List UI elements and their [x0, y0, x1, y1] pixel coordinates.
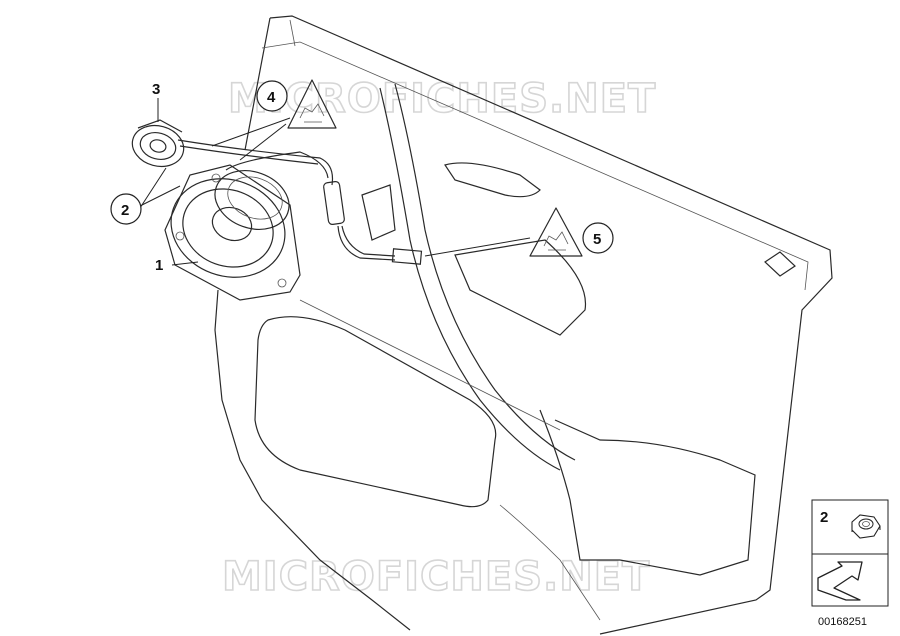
- svg-text:4: 4: [267, 89, 276, 106]
- callout-3: 3: [152, 81, 160, 98]
- door-panel: [214, 15, 833, 635]
- svg-text:1: 1: [155, 257, 163, 274]
- svg-text:3: 3: [152, 81, 160, 98]
- speaker-assembly: [164, 164, 301, 301]
- svg-text:5: 5: [593, 231, 601, 248]
- leader-lines: [139, 98, 531, 266]
- diagram-number: 00168251: [818, 616, 867, 628]
- callout-5: 5: [582, 222, 614, 254]
- warning-triangle-icon: [529, 207, 583, 257]
- svg-text:2: 2: [121, 202, 129, 219]
- direction-arrow-icon: [817, 561, 863, 601]
- watermark: MICROFICHES.NET MICROFICHES.NET: [221, 75, 656, 601]
- hex-nut-icon: [851, 514, 881, 539]
- watermark-top: MICROFICHES.NET: [228, 76, 656, 122]
- callout-4: 4: [256, 80, 288, 112]
- warning-triangle-icon: [287, 79, 337, 129]
- callout-1: 1: [155, 257, 163, 274]
- callout-2: 2: [110, 193, 142, 225]
- watermark-bottom: MICROFICHES.NET: [222, 554, 650, 600]
- legend-item-label: 2: [820, 509, 828, 526]
- tweeter: [131, 119, 185, 168]
- wiring-harness: [177, 139, 423, 265]
- legend-box: 2 00168251: [811, 499, 889, 628]
